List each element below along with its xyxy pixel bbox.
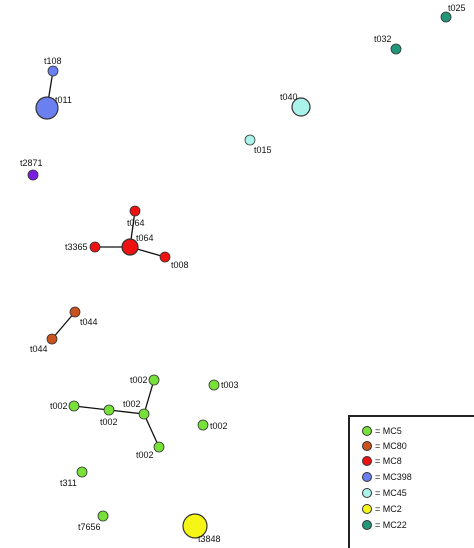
legend-swatch-mc22 [362,520,372,530]
node-t002d [197,419,209,431]
node-label-t044a: t044 [80,317,98,327]
legend-item-mc45: = MC45 [362,486,407,500]
node-label-t040: t040 [280,92,298,102]
node-label-t2871: t2871 [20,158,43,168]
node-label-t3365: t3365 [65,242,88,252]
node-label-t064a: t064 [127,218,145,228]
legend-swatch-mc45 [362,488,372,498]
node-label-t002a: t002 [130,375,148,385]
node-t008 [159,251,171,263]
node-t108 [47,65,59,77]
node-t044b [46,333,58,345]
legend-swatch-mc8 [362,456,372,466]
node-t002b [68,400,80,412]
node-t064a [129,205,141,217]
node-label-t108: t108 [44,56,62,66]
node-label-t002c: t002 [100,417,118,427]
node-label-t011: t011 [55,95,72,105]
node-t011 [35,96,59,120]
node-label-t032: t032 [374,34,392,44]
legend-label-mc2: = MC2 [375,504,402,514]
legend-item-mc2: = MC2 [362,502,402,516]
legend-item-mc398: = MC398 [362,470,412,484]
node-t015 [244,134,256,146]
node-t040 [291,97,311,117]
legend-item-mc80: = MC80 [362,439,407,453]
edge-t002c-t002b [73,405,110,411]
node-label-t044b: t044 [30,344,48,354]
node-t064b [121,238,139,256]
edge-t044a-t044b [51,311,76,340]
node-t002hub [138,408,150,420]
legend-swatch-mc80 [362,441,372,451]
node-label-t003: t003 [221,380,239,390]
node-label-t064b: t064 [136,233,154,243]
edge-layer [46,70,166,448]
node-t3365 [89,241,101,253]
node-t044a [69,306,81,318]
legend-item-mc22: = MC22 [362,518,407,532]
node-t7656 [97,510,109,522]
node-label-t025: t025 [448,3,466,13]
node-t3848 [182,513,208,539]
node-label-t002b: t002 [50,401,68,411]
legend-item-mc5: = MC5 [362,424,402,438]
legend: = MC5 = MC80 = MC8 = MC398 = MC45 = MC2 = MC22 [348,415,474,548]
node-label-t015: t015 [254,145,272,155]
node-label-t311: t311 [60,478,77,488]
node-t002c [103,404,115,416]
node-label-t7656: t7656 [78,522,101,532]
legend-swatch-mc5 [362,426,372,436]
legend-label-mc5: = MC5 [375,426,402,436]
legend-label-mc22: = MC22 [375,520,407,530]
node-t002a [148,374,160,386]
node-t003 [208,379,220,391]
legend-label-mc398: = MC398 [375,472,412,482]
node-label-t002e: t002 [136,450,154,460]
node-label-t3848: t3848 [198,534,221,544]
node-t002e [153,441,165,453]
edge-t002hub-t002a [143,379,155,415]
legend-swatch-mc2 [362,504,372,514]
node-label-t002hub: t002 [123,399,141,409]
edge-t002hub-t002c [108,409,145,415]
legend-label-mc45: = MC45 [375,488,407,498]
node-label-t002d: t002 [210,421,228,431]
legend-swatch-mc398 [362,472,372,482]
node-t032 [390,43,402,55]
legend-item-mc8: = MC8 [362,454,402,468]
edge-t002hub-t002e [143,413,160,448]
node-label-t008: t008 [171,260,189,270]
legend-label-mc80: = MC80 [375,441,407,451]
node-t2871 [27,169,39,181]
node-layer [27,11,452,539]
label-layer: t025 t032 t108 t011 t040 t015 t2871 t064 t064 t33… [20,3,466,544]
node-t025 [440,11,452,23]
legend-label-mc8: = MC8 [375,456,402,466]
node-t311 [76,466,88,478]
